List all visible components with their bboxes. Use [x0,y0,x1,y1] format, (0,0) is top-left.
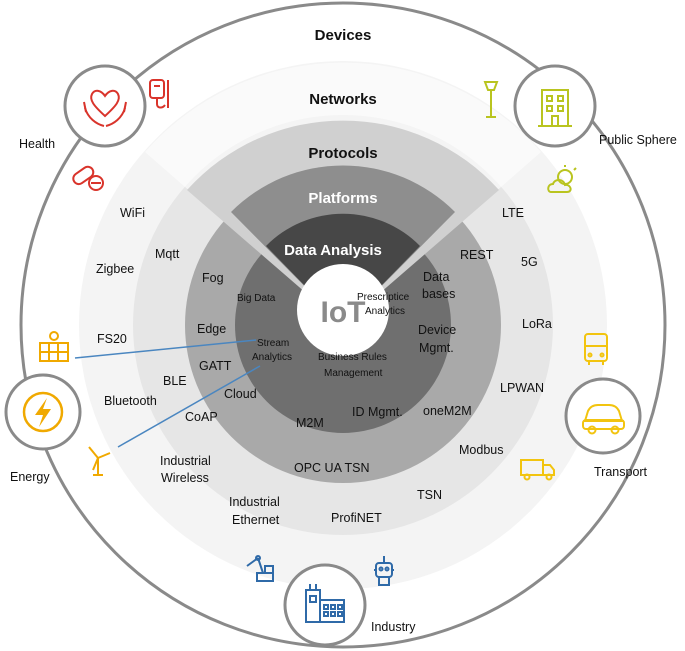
sector-energy-label: Energy [10,470,50,484]
sector-health-label: Health [19,137,55,151]
networks-title: Networks [309,91,377,108]
street-lamp-icon [483,81,499,118]
network-industrial-ethernet-2: Ethernet [232,513,280,527]
network-lte: LTE [502,206,524,220]
pills-icon [72,165,104,191]
analysis-rules-2: Management [324,368,383,379]
sector-health [63,64,147,148]
protocol-onem2m: oneM2M [423,404,472,418]
truck-icon [520,459,555,481]
devices-title: Devices [315,27,372,44]
protocol-coap: CoAP [185,410,218,424]
network-industrial-wireless-1: Industrial [160,454,211,468]
network-industrial-wireless-2: Wireless [161,471,209,485]
robot-icon [374,556,394,586]
protocol-ble: BLE [163,374,187,388]
solar-panel-icon [39,331,69,362]
analysis-prescriptive-1: Prescriptice [357,292,410,303]
network-profinet: ProfiNET [331,511,382,525]
analysis-stream-1: Stream [257,338,289,349]
platform-m2m: M2M [296,416,324,430]
sector-industry-label: Industry [371,620,416,634]
network-modbus: Modbus [459,443,503,457]
iv-bag-icon [149,79,169,109]
sector-energy [4,373,82,451]
platform-fog: Fog [202,271,224,285]
network-fs20: FS20 [97,332,127,346]
sector-industry [283,563,367,647]
network-5g: 5G [521,255,538,269]
sector-public-sphere [513,64,597,148]
protocol-rest: REST [460,248,494,262]
iot-core [297,264,389,356]
network-wifi: WiFi [120,206,145,220]
protocols-title: Protocols [308,145,377,162]
network-bluetooth: Bluetooth [104,394,157,408]
connector-line-2 [117,365,261,448]
analysis-prescriptive-2: Analytics [365,306,405,317]
platforms-title: Platforms [308,190,377,207]
weather-icon [547,165,577,193]
platform-device-mgmt-2: Mgmt. [419,341,454,355]
analysis-stream-2: Analytics [252,352,292,363]
data-analysis-title: Data Analysis [284,242,382,259]
building-icon [538,89,572,127]
platform-id-mgmt: ID Mgmt. [352,405,403,419]
connector-line-1 [74,339,257,359]
analysis-big-data: Big Data [237,293,276,304]
hands-heart-icon [83,89,127,127]
platform-data-bases-1: Data [423,270,449,284]
robot-arm-icon [246,555,274,582]
network-lora: LoRa [522,317,552,331]
wind-turbine-icon [88,446,111,476]
platform-edge: Edge [197,322,226,336]
protocol-opc-ua-tsn: OPC UA TSN [294,461,369,475]
sector-transport-label: Transport [594,465,648,479]
platform-gatt: GATT [199,359,232,373]
platform-cloud: Cloud [224,387,257,401]
protocol-mqtt: Mqtt [155,247,180,261]
car-icon [582,404,625,435]
factory-icon [305,584,345,623]
analysis-rules-1: Business Rules [318,352,387,363]
lightning-icon [22,391,64,433]
network-tsn: TSN [417,488,442,502]
sector-public-sphere-label: Public Sphere [599,133,677,147]
sector-transport [564,377,642,455]
network-zigbee: Zigbee [96,262,134,276]
bus-icon [584,333,608,365]
iot-core-label: IoT [321,296,366,329]
platform-data-bases-2: bases [422,287,455,301]
network-industrial-ethernet-1: Industrial [229,495,280,509]
network-lpwan: LPWAN [500,381,544,395]
platform-device-mgmt-1: Device [418,323,456,337]
